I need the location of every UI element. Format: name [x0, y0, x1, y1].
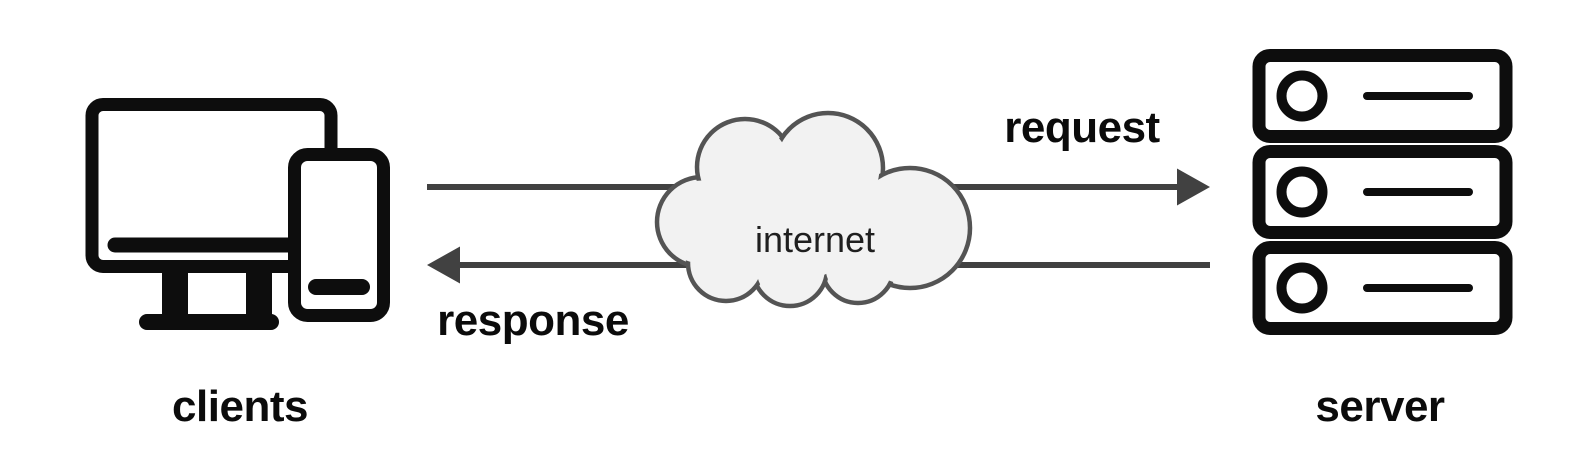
- server-rack-unit: [1252, 145, 1513, 239]
- rack-unit-led-circle: [1276, 166, 1328, 218]
- request-label: request: [1004, 103, 1160, 152]
- rack-unit-led-circle: [1276, 262, 1328, 314]
- desktop-monitor-icon: [85, 98, 338, 330]
- clients-label: clients: [172, 382, 308, 431]
- server-rack-unit: [1252, 49, 1513, 143]
- clients-icon: [85, 98, 390, 330]
- smartphone-icon: [288, 148, 390, 322]
- response-label: response: [437, 296, 629, 345]
- response-arrowhead-icon: [427, 246, 460, 284]
- internet-cloud: internet: [654, 110, 973, 309]
- cloud-fill: [740, 160, 860, 280]
- smartphone-body: [288, 148, 390, 322]
- internet-label: internet: [755, 219, 875, 260]
- server-rack-unit: [1252, 241, 1513, 335]
- rack-unit-led-circle: [1276, 70, 1328, 122]
- server-label: server: [1315, 382, 1445, 431]
- request-arrowhead-icon: [1177, 168, 1210, 206]
- cloud-fill: [691, 228, 761, 298]
- server-icon: [1252, 49, 1513, 335]
